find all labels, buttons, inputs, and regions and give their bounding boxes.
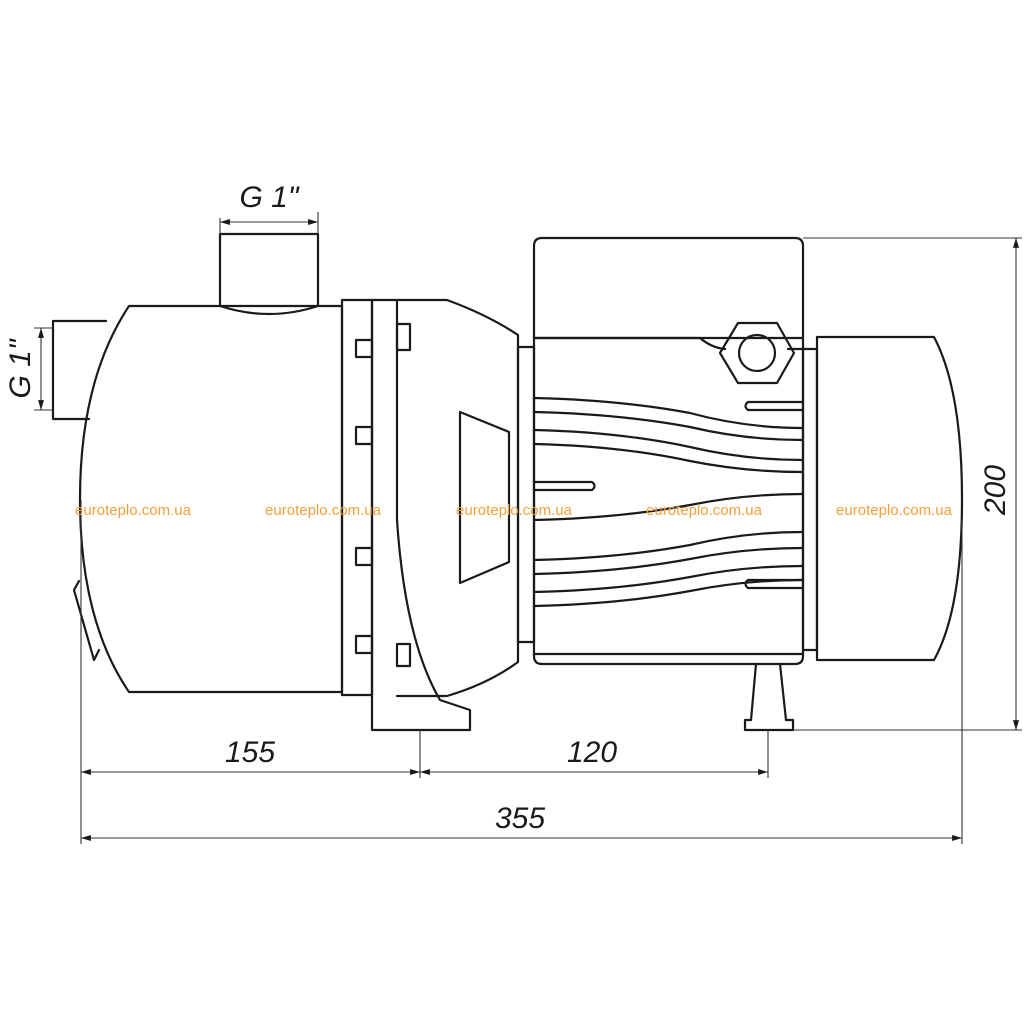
side-inlet-port [51, 319, 108, 421]
watermark-text: euroteplo.com.ua [75, 502, 192, 519]
side-port-size-label: G 1" [4, 338, 37, 398]
motor-adapter [395, 298, 536, 698]
pump-housing [78, 304, 344, 694]
motor-housing [532, 236, 805, 666]
drain-plug [72, 579, 101, 662]
mounting-foot-bracket [370, 298, 472, 732]
cooling-fins [532, 396, 805, 608]
motor-foot [743, 662, 795, 732]
pump-length-label: 155 [225, 736, 275, 769]
watermark-text: euroteplo.com.ua [265, 502, 382, 519]
watermark-text: euroteplo.com.ua [646, 502, 763, 519]
watermark-text: euroteplo.com.ua [456, 502, 573, 519]
overall-length-label: 355 [495, 802, 545, 835]
flange-bolts [354, 322, 412, 668]
overall-height-label: 200 [979, 465, 1012, 516]
top-outlet-port [218, 232, 320, 316]
top-port-size-label: G 1" [239, 181, 299, 214]
dimension-lines [34, 212, 1022, 844]
watermark-text: euroteplo.com.ua [836, 502, 953, 519]
watermarks: euroteplo.com.ua euroteplo.com.ua eurote… [75, 502, 953, 519]
terminal-box [532, 321, 805, 385]
fan-cover [801, 335, 964, 662]
motor-base-label: 120 [567, 736, 617, 769]
